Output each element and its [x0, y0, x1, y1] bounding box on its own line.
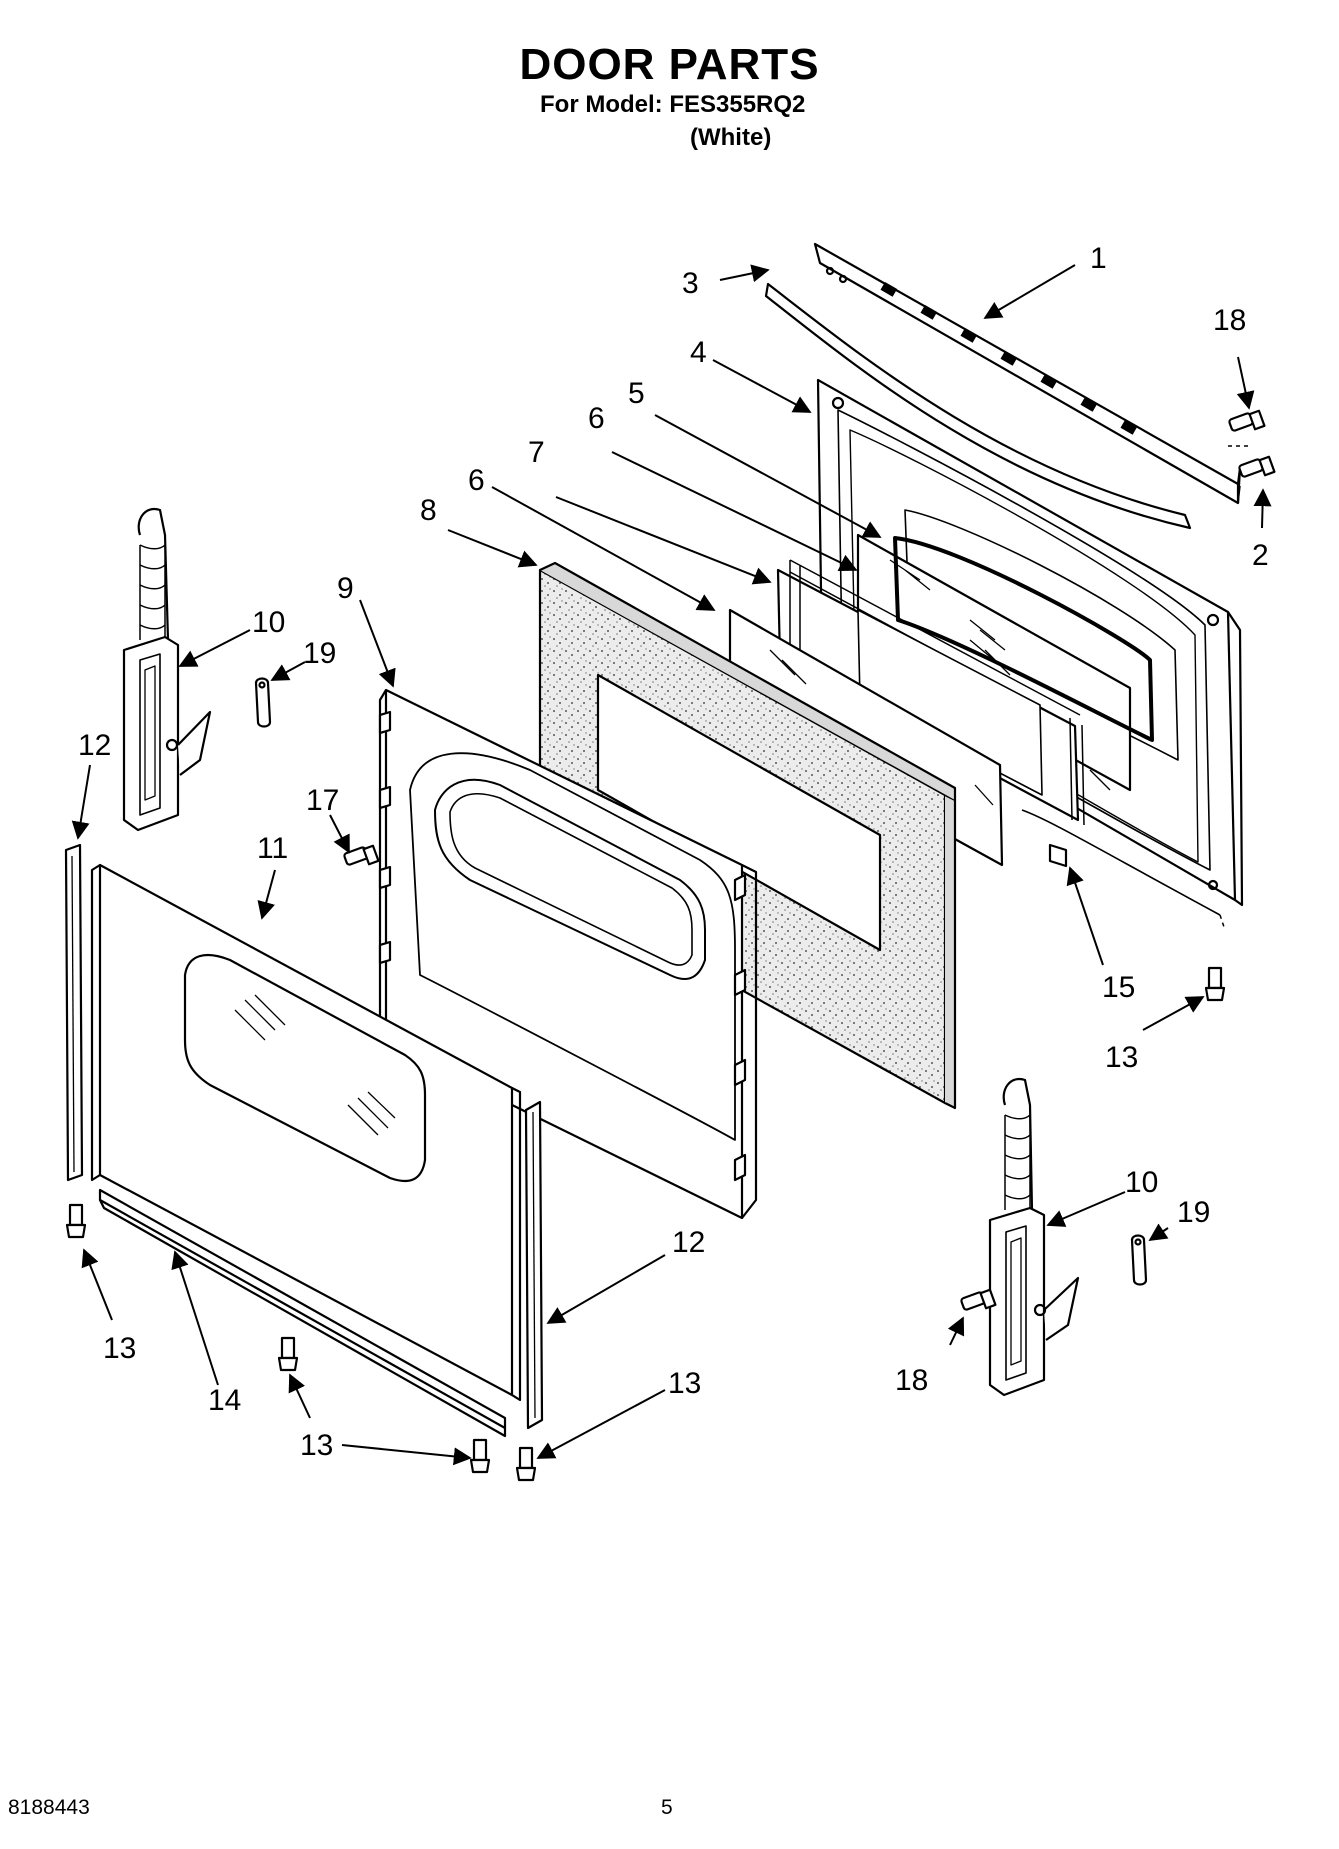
callout-8: 8	[420, 494, 437, 527]
part-10-hinge-left	[122, 507, 212, 832]
callout-10-left: 10	[252, 606, 285, 639]
callout-4: 4	[690, 336, 707, 369]
callout-1: 1	[1090, 242, 1107, 275]
part-11-outer-door	[90, 863, 522, 1402]
part-3-trim-strip	[764, 282, 1192, 530]
part-10-hinge-right	[988, 1077, 1080, 1397]
page-title: DOOR PARTS	[519, 40, 820, 89]
part-12-side-trim-right	[524, 1100, 544, 1430]
callout-13-bottom-left: 13	[300, 1429, 333, 1462]
callout-18-top: 18	[1213, 304, 1246, 337]
callout-12-left: 12	[78, 729, 111, 762]
callout-13-bottom-right: 13	[668, 1367, 701, 1400]
callout-19-right: 19	[1177, 1196, 1210, 1229]
part-15-clip	[1021, 809, 1226, 931]
callout-5: 5	[628, 377, 645, 410]
part-12-side-trim-left	[64, 843, 84, 1182]
part-19-pin-left	[254, 677, 272, 728]
callout-18-hinge: 18	[895, 1364, 928, 1397]
callout-6-front: 6	[468, 464, 485, 497]
part-7-glass-frame	[776, 559, 1111, 826]
callout-12-right: 12	[672, 1226, 705, 1259]
callout-9: 9	[337, 572, 354, 605]
part-1-vent-trim	[813, 242, 1242, 505]
part-13-screw-d	[469, 1438, 491, 1474]
leader-arrows	[71, 264, 1272, 1466]
part-14-bottom-trim	[98, 1188, 507, 1438]
callout-10-right: 10	[1125, 1166, 1158, 1199]
page-number: 5	[661, 1796, 673, 1819]
part-18-screw-hinge	[960, 1288, 997, 1311]
callout-17: 17	[306, 784, 339, 817]
callout-13-right: 13	[1105, 1041, 1138, 1074]
part-13-screw-a	[1204, 966, 1226, 1002]
model-line: For Model: FES355RQ2	[540, 91, 806, 118]
color-line: (White)	[690, 124, 772, 151]
part-13-screw-c	[277, 1336, 299, 1372]
callout-2: 2	[1252, 539, 1269, 572]
part-13-screw-e	[515, 1446, 537, 1482]
part-13-screw-b	[65, 1203, 87, 1239]
callout-3: 3	[682, 267, 699, 300]
part-17-screw	[343, 844, 380, 866]
part-18-screw-top	[1228, 409, 1266, 432]
part-19-pin-right	[1130, 1234, 1148, 1286]
callout-14: 14	[208, 1384, 241, 1417]
callout-15: 15	[1102, 971, 1135, 1004]
part-8-insulation	[538, 561, 957, 1110]
callout-labels: 1 2 3 4 5 6 6 7 8 9 10 10 11 12 12 13 13…	[78, 242, 1269, 1462]
callout-7: 7	[528, 436, 545, 469]
document-number: 8188443	[8, 1796, 90, 1819]
callout-13-left: 13	[103, 1332, 136, 1365]
callout-19-left: 19	[303, 637, 336, 670]
callout-11: 11	[257, 832, 288, 865]
part-2-screw	[1238, 455, 1276, 478]
callout-6-rear: 6	[588, 402, 605, 435]
